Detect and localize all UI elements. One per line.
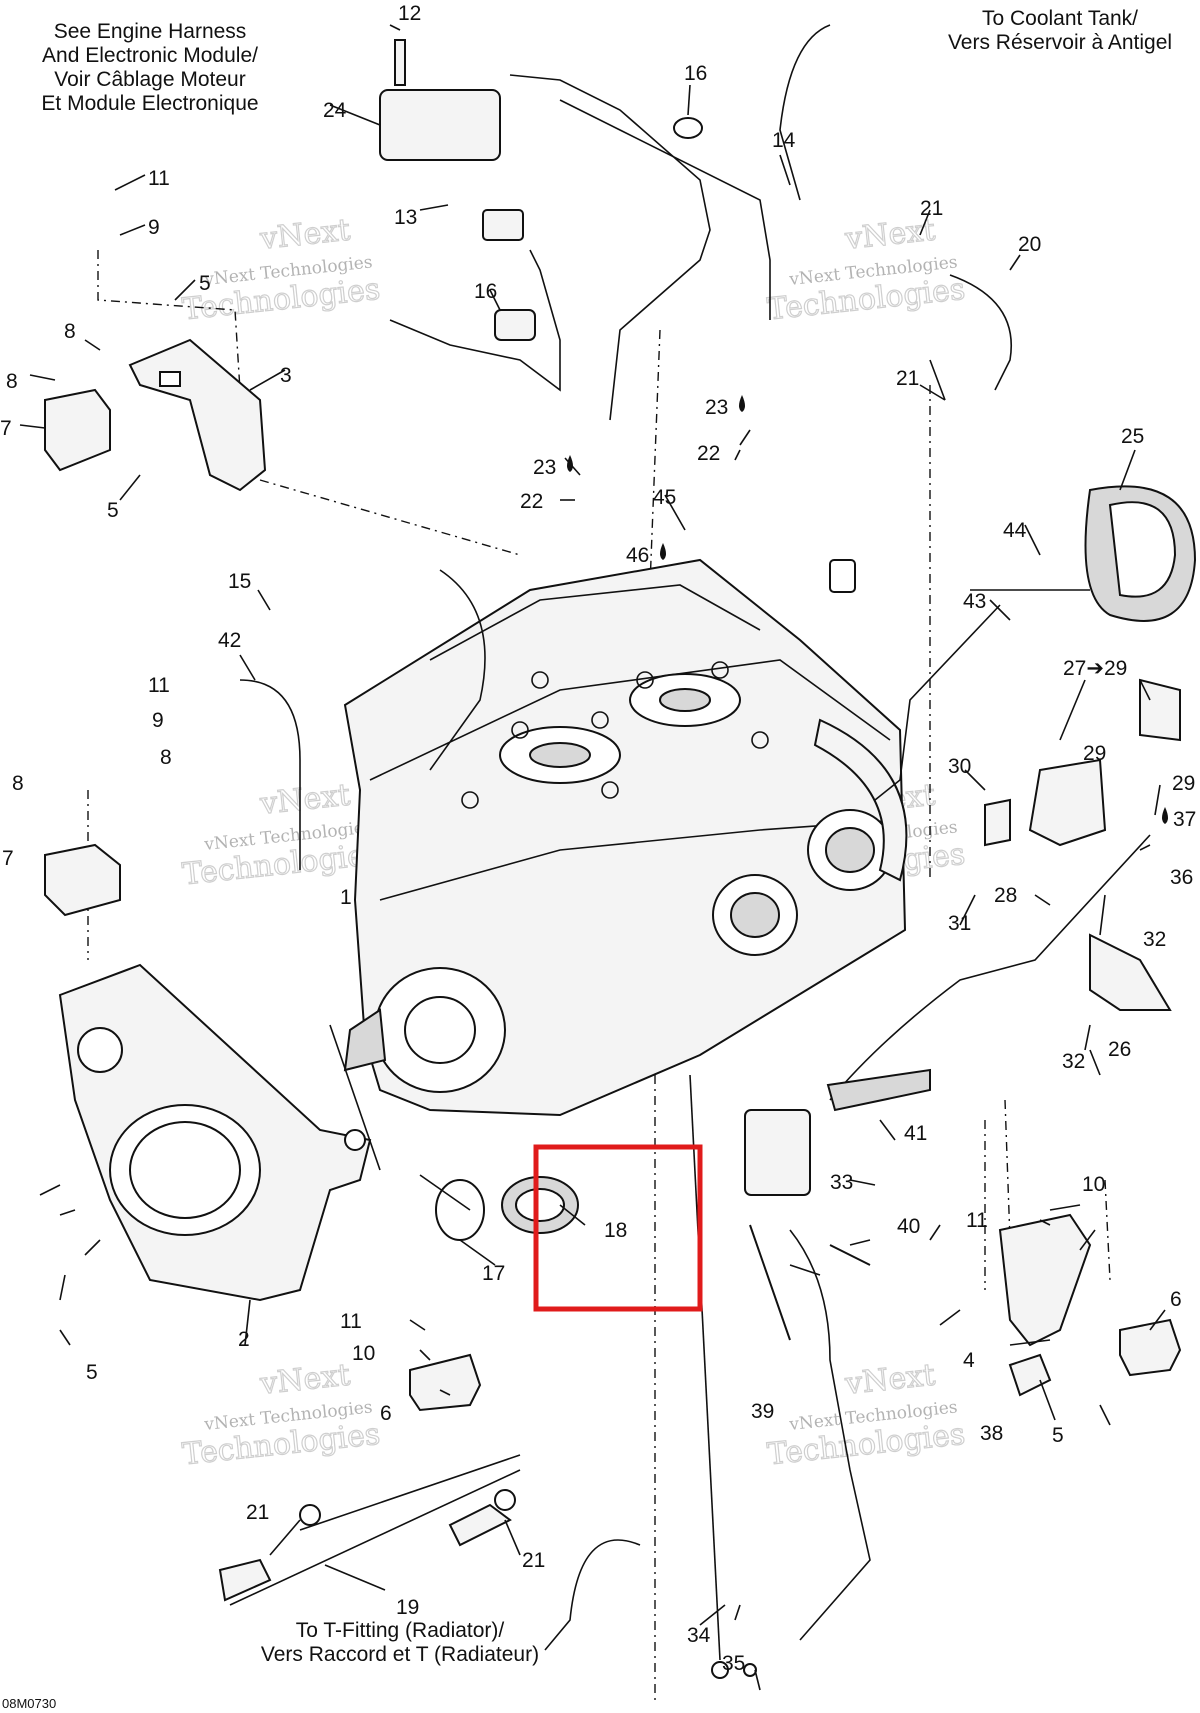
callout-4: 4 [963, 1349, 975, 1372]
callout-30: 30 [948, 755, 971, 778]
callout-10: 10 [352, 1342, 375, 1365]
callout-22: 22 [697, 442, 720, 465]
callout-11: 11 [966, 1209, 988, 1232]
oil-drop-icon [567, 455, 573, 472]
figure-code: 08M0730 [2, 1696, 56, 1711]
note-line: Et Module Electronique [41, 92, 258, 115]
callout-24: 24 [323, 99, 347, 122]
callout-41: 41 [904, 1122, 927, 1145]
note-harness: See Engine Harness And Electronic Module… [41, 20, 258, 115]
callout-28: 28 [994, 884, 1017, 907]
oil-drop-icon [660, 543, 666, 560]
callout-15: 15 [228, 570, 251, 593]
callout-18: 18 [604, 1219, 627, 1242]
callout-37: 37 [1173, 808, 1196, 831]
callout-20: 20 [1018, 233, 1041, 256]
callout-11: 11 [148, 167, 170, 190]
callout-23: 23 [533, 456, 556, 479]
callout-31: 31 [948, 912, 971, 935]
callout-16: 16 [684, 62, 707, 85]
callout-40: 40 [897, 1215, 920, 1238]
callout-45: 45 [653, 486, 676, 509]
callout-2: 2 [238, 1328, 250, 1351]
oil-drop-icons [567, 395, 1168, 824]
callout-9: 9 [152, 709, 164, 732]
callout-42: 42 [218, 629, 241, 652]
connector-arrows [329, 24, 831, 1661]
small-parts [218, 39, 1197, 1679]
callout-29: 29 [1083, 742, 1106, 765]
mount-bracket-right [409, 1213, 1182, 1412]
callout-14: 14 [772, 129, 796, 152]
callout-21: 21 [896, 367, 919, 390]
callout-21: 21 [246, 1501, 269, 1524]
callout-10: 10 [1082, 1173, 1105, 1196]
callout-5: 5 [199, 272, 211, 295]
watermark-vnext: vNext [258, 1358, 352, 1402]
note-line: To T-Fitting (Radiator)/ [296, 1619, 505, 1642]
callout-33: 33 [830, 1171, 853, 1194]
callout-1: 1 [340, 886, 352, 909]
callout-32: 32 [1143, 928, 1166, 951]
callout-21: 21 [522, 1549, 545, 1572]
oil-drop-icon [739, 395, 745, 412]
note-line: Voir Câblage Moteur [54, 68, 245, 91]
callout-9: 9 [148, 216, 160, 239]
callout-29: 29 [1172, 772, 1195, 795]
oil-drop-icon [1162, 807, 1168, 824]
callout-3: 3 [280, 364, 292, 387]
mount-plate [58, 963, 372, 1302]
callout-44: 44 [1003, 519, 1027, 542]
callout-7: 7 [0, 417, 12, 440]
callout-8: 8 [64, 320, 76, 343]
callout-8: 8 [6, 370, 18, 393]
callout-7: 7 [2, 847, 14, 870]
callout-27-29: 27➔29 [1063, 657, 1127, 680]
note-line: Vers Raccord et T (Radiateur) [261, 1643, 539, 1666]
callout-46: 46 [626, 544, 649, 567]
callout-22: 22 [520, 490, 543, 513]
callout-11: 11 [148, 674, 170, 697]
callouts: 12 24 16 14 13 11 9 5 8 8 7 3 5 16 21 20… [0, 2, 1196, 1675]
mount-bracket-left [44, 338, 267, 917]
callout-13: 13 [394, 206, 417, 229]
watermark-vnext: vNext [258, 778, 352, 822]
callout-5: 5 [107, 499, 119, 522]
callout-21: 21 [920, 197, 943, 220]
callout-19: 19 [396, 1596, 419, 1619]
callout-32: 32 [1062, 1050, 1085, 1073]
callout-12: 12 [398, 2, 421, 25]
callout-8: 8 [12, 772, 24, 795]
callout-36: 36 [1170, 866, 1193, 889]
callout-26: 26 [1108, 1038, 1131, 1061]
note-coolant: To Coolant Tank/ Vers Réservoir à Antige… [948, 7, 1172, 54]
leader-lines [19, 24, 1166, 1691]
callout-6: 6 [1170, 1288, 1182, 1311]
callout-43: 43 [963, 590, 986, 613]
callout-16: 16 [474, 280, 497, 303]
note-line: To Coolant Tank/ [982, 7, 1138, 30]
callout-6: 6 [380, 1402, 392, 1425]
callout-8: 8 [160, 746, 172, 769]
note-radiator: To T-Fitting (Radiator)/ Vers Raccord et… [261, 1619, 539, 1666]
callout-35: 35 [722, 1652, 745, 1675]
note-line: See Engine Harness [54, 20, 247, 43]
callout-39: 39 [751, 1400, 774, 1423]
note-line: And Electronic Module/ [42, 44, 258, 67]
watermark-vnext: vNext [843, 1358, 937, 1402]
callout-11: 11 [340, 1310, 362, 1333]
callout-5: 5 [86, 1361, 98, 1384]
note-line: Vers Réservoir à Antigel [948, 31, 1172, 54]
callout-17: 17 [482, 1262, 505, 1285]
highlight-box [533, 1144, 703, 1312]
callout-23: 23 [705, 396, 728, 419]
engine-block [343, 558, 908, 1117]
callout-34: 34 [687, 1624, 711, 1647]
watermark-vnext: vNext [258, 213, 352, 257]
callout-38: 38 [980, 1422, 1003, 1445]
callout-25: 25 [1121, 425, 1144, 448]
callout-5: 5 [1052, 1424, 1064, 1447]
